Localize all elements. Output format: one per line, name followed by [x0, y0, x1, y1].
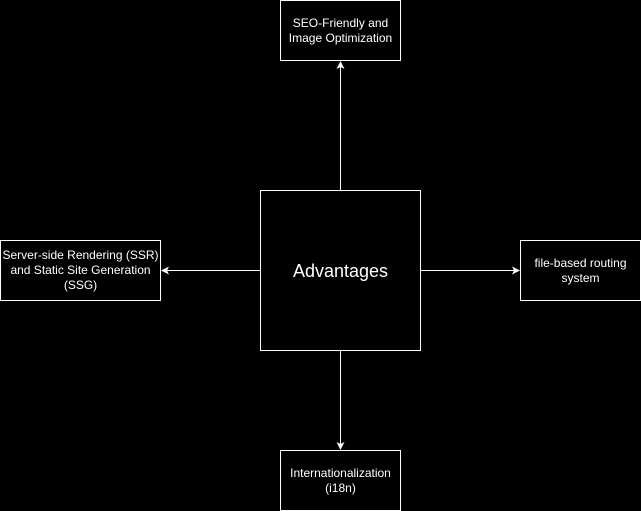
node-routing-label: file-based routing system	[534, 255, 627, 285]
node-advantages-label: Advantages	[292, 260, 389, 281]
node-advantages[interactable]: Advantages	[260, 190, 421, 351]
node-seo-image-optimization[interactable]: SEO-Friendly and Image Optimization	[280, 0, 401, 61]
node-seo-label: SEO-Friendly and Image Optimization	[288, 15, 393, 45]
node-ssr-ssg[interactable]: Server-side Rendering (SSR) and Static S…	[0, 240, 161, 301]
node-file-based-routing[interactable]: file-based routing system	[520, 240, 641, 301]
node-internationalization[interactable]: Internationalization (i18n)	[280, 450, 401, 511]
node-ssr-label: Server-side Rendering (SSR) and Static S…	[2, 248, 159, 292]
node-i18n-label: Internationalization (i18n)	[290, 465, 391, 495]
